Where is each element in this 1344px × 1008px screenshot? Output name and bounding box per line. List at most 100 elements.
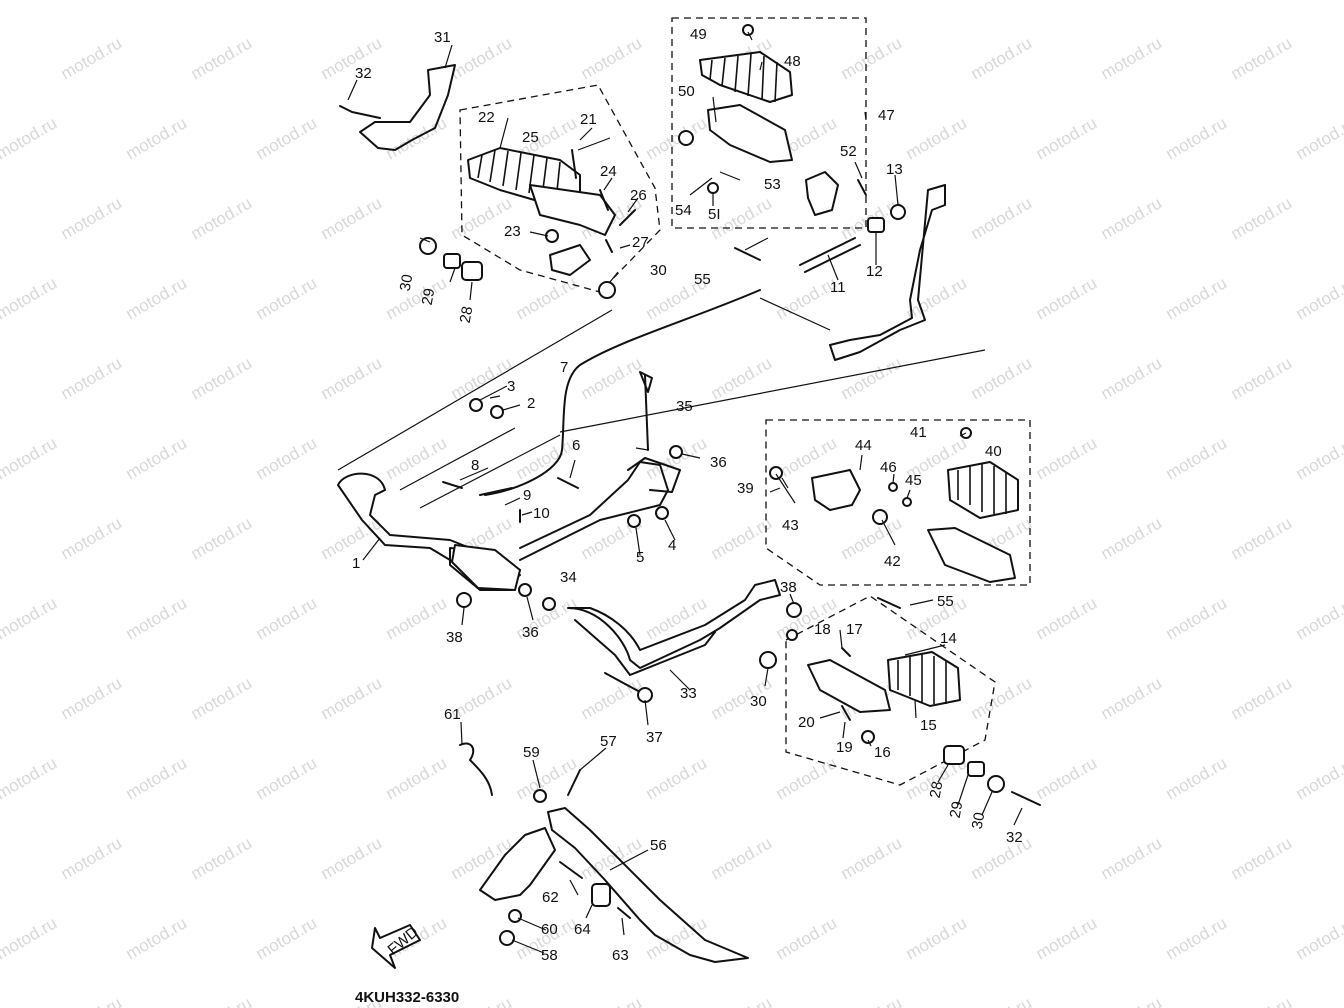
- bracket-right-arm: [829, 184, 946, 361]
- watermark-text: motod.ru: [1098, 33, 1166, 83]
- watermark-text: motod.ru: [1033, 273, 1101, 323]
- label-17: 17: [846, 621, 863, 638]
- watermark-text: motod.ru: [1293, 753, 1344, 803]
- label-4: 4: [668, 537, 676, 554]
- watermark-text: motod.ru: [1098, 353, 1166, 403]
- label-49: 49: [690, 26, 707, 43]
- washer-60: [508, 909, 522, 923]
- footpeg-holder-47: [707, 104, 793, 163]
- side-stand-56: [547, 807, 749, 963]
- watermark-text: motod.ru: [773, 0, 841, 3]
- label-43: 43: [782, 517, 799, 534]
- collar-64: [591, 883, 611, 907]
- watermark-text: motod.ru: [838, 993, 906, 1008]
- ball-18: [786, 629, 798, 641]
- washer-30b: [598, 281, 616, 299]
- watermark-text: motod.ru: [1033, 113, 1101, 163]
- label-54: 54: [675, 202, 692, 219]
- watermark-text: motod.ru: [123, 593, 191, 643]
- watermark-text: motod.ru: [708, 993, 776, 1008]
- label-27: 27: [632, 234, 649, 251]
- spring-52: [857, 179, 867, 196]
- watermark-text: motod.ru: [1163, 593, 1231, 643]
- watermark-text: motod.ru: [968, 33, 1036, 83]
- watermark-text: motod.ru: [1293, 0, 1344, 3]
- watermark-text: motod.ru: [1293, 273, 1344, 323]
- spring-11: [799, 237, 861, 273]
- label-15: 15: [920, 717, 937, 734]
- watermark-text: motod.ru: [253, 433, 321, 483]
- watermark-text: motod.ru: [58, 833, 126, 883]
- watermark-text: motod.ru: [123, 913, 191, 963]
- watermark-text: motod.ru: [1163, 273, 1231, 323]
- label-30b: 30: [650, 262, 667, 279]
- label-29a: 29: [419, 287, 439, 306]
- label-38b: 38: [780, 579, 797, 596]
- watermark-text: motod.ru: [968, 993, 1036, 1008]
- watermark-text: motod.ru: [1033, 433, 1101, 483]
- watermark-text: motod.ru: [188, 513, 256, 563]
- watermark-text: motod.ru: [448, 833, 516, 883]
- bracket-31: [359, 64, 456, 151]
- watermark-text: motod.ru: [58, 673, 126, 723]
- label-31: 31: [434, 29, 451, 46]
- label-30a: 30: [397, 273, 417, 292]
- spring-62: [559, 861, 583, 879]
- label-26: 26: [630, 187, 647, 204]
- bolt-32a: [339, 105, 381, 119]
- pin-8: [442, 481, 463, 489]
- assembly-box-21: [459, 84, 661, 293]
- label-40: 40: [985, 443, 1002, 460]
- label-64: 64: [574, 921, 591, 938]
- label-50: 50: [678, 83, 695, 100]
- watermark-text: motod.ru: [578, 673, 646, 723]
- pin-54: [707, 182, 719, 194]
- hardware: [339, 24, 1041, 946]
- watermark-text: motod.ru: [1293, 913, 1344, 963]
- diagram-code: 4KUH332-6330: [355, 989, 459, 1006]
- footpeg-holder-14: [807, 659, 891, 713]
- label-25: 25: [522, 129, 539, 146]
- label-5: 5: [636, 549, 644, 566]
- label-29b: 29: [947, 800, 967, 819]
- watermark-text: motod.ru: [188, 353, 256, 403]
- watermark-text: motod.ru: [188, 673, 256, 723]
- label-21: 21: [580, 111, 597, 128]
- label-34: 34: [560, 569, 577, 586]
- watermark-text: motod.ru: [513, 0, 581, 3]
- watermark-text: motod.ru: [58, 513, 126, 563]
- label-45: 45: [905, 472, 922, 489]
- label-23: 23: [504, 223, 521, 240]
- watermark-text: motod.ru: [1163, 913, 1231, 963]
- watermark-text: motod.ru: [643, 113, 711, 163]
- bolt-4: [655, 506, 669, 520]
- watermark-text: motod.ru: [383, 0, 451, 3]
- label-53: 53: [764, 176, 781, 193]
- watermark-text: motod.ru: [0, 0, 60, 3]
- watermark-text: motod.ru: [58, 33, 126, 83]
- nut-36b: [518, 583, 532, 597]
- label-11: 11: [830, 279, 846, 296]
- watermark-text: motod.ru: [643, 0, 711, 3]
- watermark-text: motod.ru: [1163, 113, 1231, 163]
- label-33: 33: [680, 685, 697, 702]
- brake-pedal-bracket: [627, 457, 681, 493]
- collar-29b: [967, 761, 985, 777]
- watermark-text: motod.ru: [903, 913, 971, 963]
- bracket-47: [805, 171, 839, 216]
- watermark-text: motod.ru: [188, 833, 256, 883]
- bracket-33-lower: [574, 619, 716, 676]
- bushing-28b: [943, 745, 965, 765]
- watermark-text: motod.ru: [1228, 353, 1296, 403]
- watermark-text: motod.ru: [1228, 513, 1296, 563]
- watermark-text: motod.ru: [1033, 753, 1101, 803]
- nut-58: [499, 930, 515, 946]
- label-57: 57: [600, 733, 617, 750]
- watermark-text: motod.ru: [513, 273, 581, 323]
- label-30d: 30: [969, 811, 989, 830]
- pin-25: [571, 149, 577, 179]
- watermark-text: motod.ru: [188, 33, 256, 83]
- brake-arm-34: [519, 461, 669, 561]
- nut-37: [637, 687, 653, 703]
- label-63: 63: [612, 947, 629, 964]
